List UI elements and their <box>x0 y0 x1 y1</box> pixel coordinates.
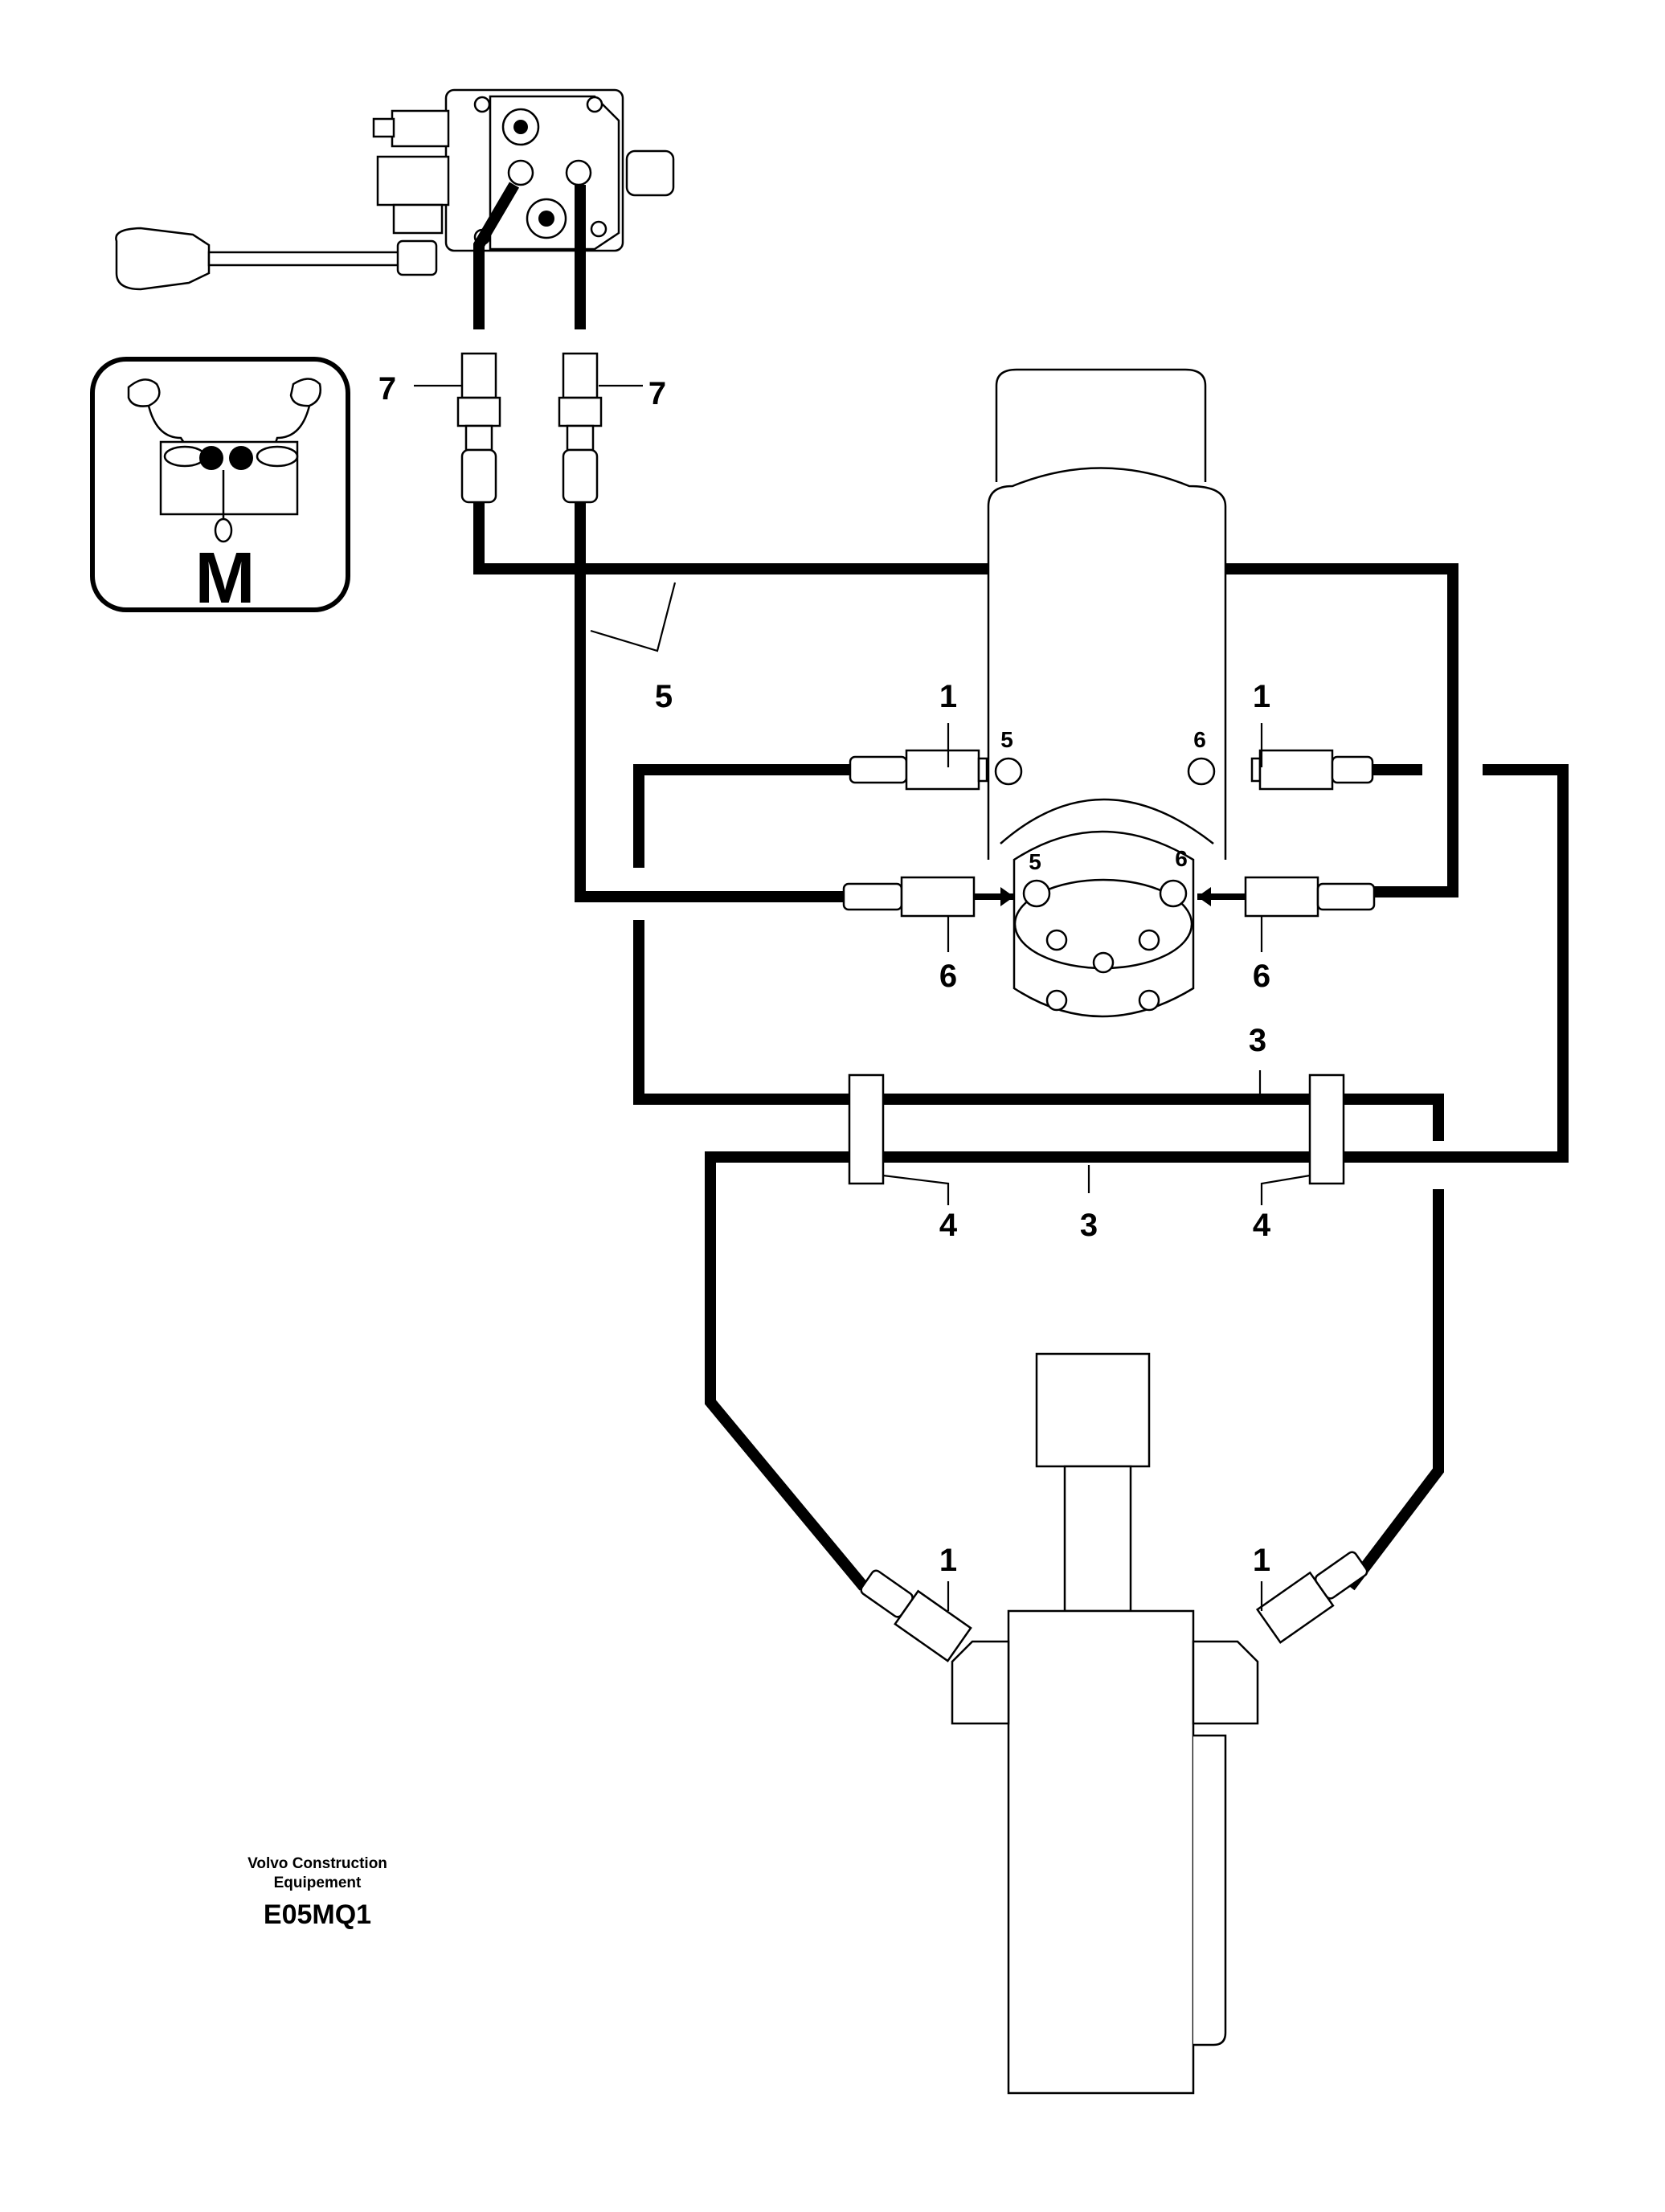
control-valve <box>115 88 675 291</box>
callout-5: 5 <box>655 679 673 714</box>
coupler-1-right-upper <box>1250 749 1374 791</box>
callout-4-right: 4 <box>1253 1208 1271 1243</box>
callout-1-right-upper: 1 <box>1253 679 1270 714</box>
callout-3-upper: 3 <box>1249 1023 1266 1058</box>
callout-1-left-lower: 1 <box>939 1543 957 1578</box>
port-mark-5-upper: 5 <box>1000 727 1013 752</box>
fitting-7-left <box>456 352 501 504</box>
callout-4-left: 4 <box>939 1208 958 1243</box>
callouts: 7 7 5 1 1 6 6 3 3 4 4 1 1 <box>378 371 1271 1578</box>
hoses <box>473 182 1569 1591</box>
callout-1-right-lower: 1 <box>1253 1543 1270 1578</box>
callout-6-left: 6 <box>939 959 957 994</box>
company-name-line1: Volvo Construction <box>248 1855 387 1872</box>
callout-1-left-upper: 1 <box>939 679 957 714</box>
leader-lines <box>414 384 1311 1611</box>
swivel-housing <box>987 368 1227 1018</box>
port-mark-5-lower: 5 <box>1029 849 1041 874</box>
coupler-1-left-upper <box>849 749 988 791</box>
company-name-line2: Equipement <box>273 1875 362 1891</box>
footer-credit: Volvo Construction Equipement E05MQ1 <box>217 1854 418 1931</box>
callout-7-right: 7 <box>648 376 666 411</box>
port-mark-6-lower: 6 <box>1175 846 1188 871</box>
port-mark-6-upper: 6 <box>1193 727 1206 752</box>
inset-letter: M <box>195 538 256 619</box>
cylinder <box>951 1352 1259 2095</box>
operator-control-inset: M <box>90 357 350 619</box>
coupler-1-right-lower <box>1255 1551 1368 1644</box>
callout-3-lower: 3 <box>1080 1208 1098 1243</box>
coupler-6-left <box>842 876 1014 918</box>
callout-6-right: 6 <box>1253 959 1270 994</box>
fitting-7-right <box>558 352 603 504</box>
coupler-1-left-lower <box>860 1569 972 1662</box>
callout-7-left: 7 <box>378 371 396 407</box>
coupler-6-right <box>1197 876 1376 918</box>
port-markings: 5 6 5 6 <box>1000 727 1206 874</box>
drawing-code: E05MQ1 <box>263 1899 372 1930</box>
